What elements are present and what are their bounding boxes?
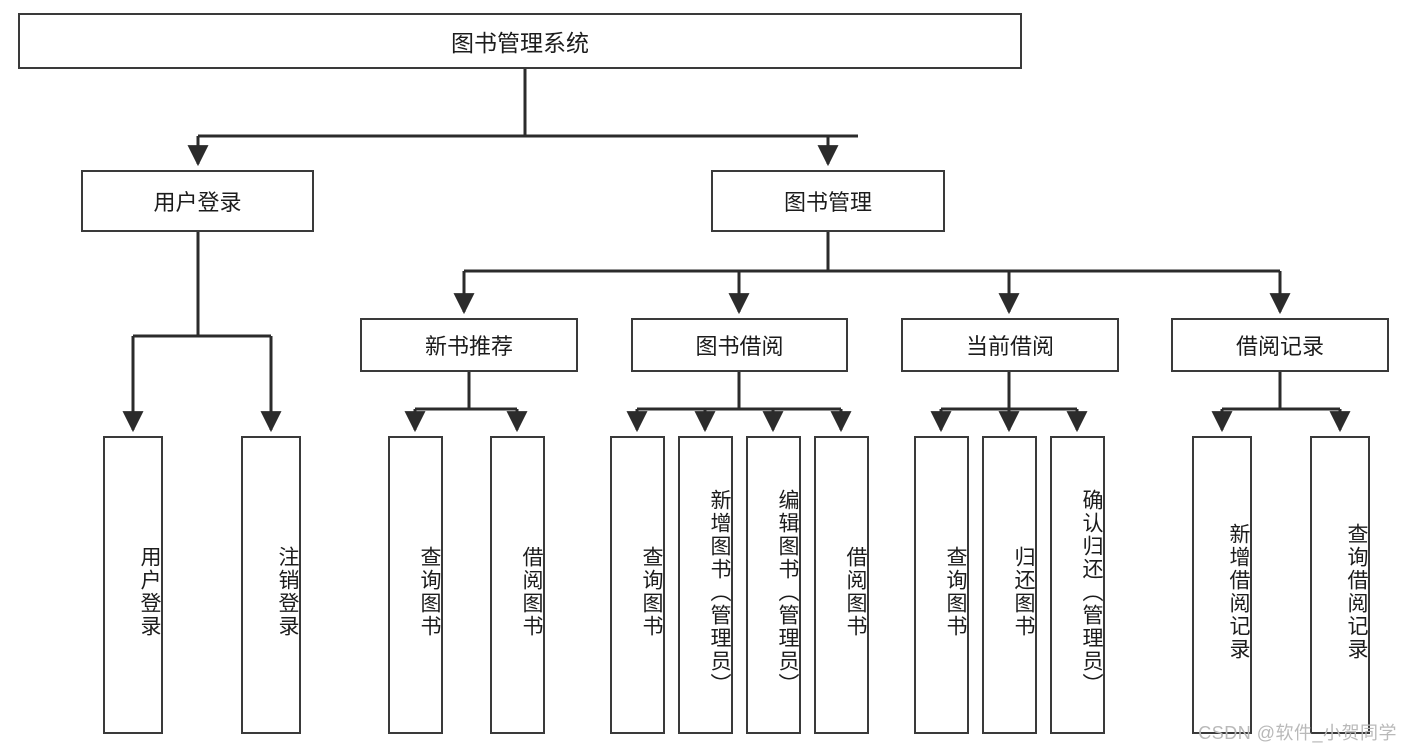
- leaf-current-borrow-confirm-return-admin[interactable]: 确认归还（管理员）: [1050, 436, 1105, 734]
- node-label: 查询图书: [418, 546, 441, 638]
- node-label: 用户登录: [153, 190, 242, 215]
- node-new-book-recommend[interactable]: 新书推荐: [360, 318, 578, 372]
- node-label: 图书借阅: [695, 334, 784, 359]
- node-root-book-management-system[interactable]: 图书管理系统: [18, 13, 1022, 69]
- node-label: 借阅记录: [1235, 334, 1324, 359]
- node-current-borrow[interactable]: 当前借阅: [901, 318, 1119, 372]
- node-user-login[interactable]: 用户登录: [81, 170, 314, 232]
- node-label: 确认归还（管理员）: [1080, 488, 1103, 696]
- leaf-book-borrow-borrow-book[interactable]: 借阅图书: [814, 436, 869, 734]
- node-label: 当前借阅: [965, 334, 1054, 359]
- node-book-management[interactable]: 图书管理: [711, 170, 945, 232]
- node-book-borrow[interactable]: 图书借阅: [631, 318, 848, 372]
- node-label: 新增借阅记录: [1227, 523, 1250, 661]
- leaf-book-borrow-add-book-admin[interactable]: 新增图书（管理员）: [678, 436, 733, 734]
- node-label: 用户登录: [138, 546, 161, 638]
- leaf-new-book-borrow-book[interactable]: 借阅图书: [490, 436, 545, 734]
- leaf-book-borrow-query-book[interactable]: 查询图书: [610, 436, 665, 734]
- node-label: 归还图书: [1012, 546, 1035, 638]
- leaf-borrow-record-query-record[interactable]: 查询借阅记录: [1310, 436, 1370, 734]
- node-label: 注销登录: [276, 546, 299, 638]
- leaf-current-borrow-query-book[interactable]: 查询图书: [914, 436, 969, 734]
- node-label: 查询图书: [944, 546, 967, 638]
- leaf-user-login-login[interactable]: 用户登录: [103, 436, 163, 734]
- node-label: 新书推荐: [424, 334, 513, 359]
- node-label: 新增图书（管理员）: [708, 488, 731, 696]
- node-label: 借阅图书: [844, 546, 867, 638]
- node-label: 查询图书: [640, 546, 663, 638]
- node-label: 图书管理: [783, 190, 872, 215]
- leaf-user-login-logout[interactable]: 注销登录: [241, 436, 301, 734]
- csdn-watermark: CSDN @软件_小贺同学: [1198, 723, 1397, 743]
- node-label: 编辑图书（管理员）: [776, 488, 799, 696]
- leaf-borrow-record-add-record[interactable]: 新增借阅记录: [1192, 436, 1252, 734]
- node-label: 图书管理系统: [451, 30, 589, 56]
- leaf-book-borrow-edit-book-admin[interactable]: 编辑图书（管理员）: [746, 436, 801, 734]
- leaf-new-book-query-book[interactable]: 查询图书: [388, 436, 443, 734]
- node-label: 借阅图书: [520, 546, 543, 638]
- node-label: 查询借阅记录: [1345, 523, 1368, 661]
- node-borrow-record[interactable]: 借阅记录: [1171, 318, 1389, 372]
- leaf-current-borrow-return-book[interactable]: 归还图书: [982, 436, 1037, 734]
